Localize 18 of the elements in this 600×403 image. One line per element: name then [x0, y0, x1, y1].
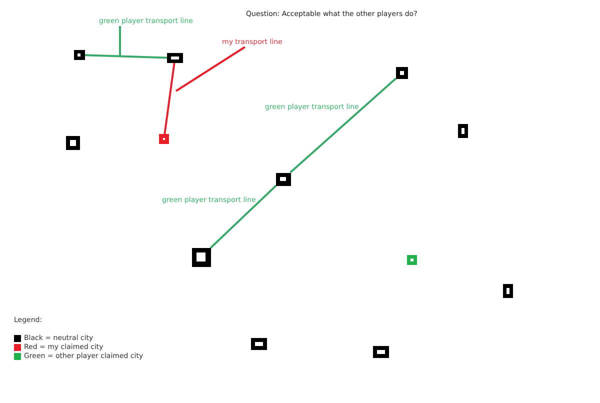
city-marker — [167, 53, 183, 63]
leader-line — [119, 26, 121, 56]
city-marker — [159, 134, 169, 144]
leader-line — [175, 46, 246, 92]
city-marker — [458, 124, 468, 138]
city-marker — [74, 50, 84, 60]
city-marker — [396, 67, 408, 79]
city-marker — [503, 284, 513, 298]
transport-line — [164, 62, 176, 134]
city-marker — [373, 346, 389, 358]
transport-line — [290, 78, 397, 174]
transport-line — [84, 54, 168, 59]
city-marker — [251, 338, 267, 350]
city-marker — [66, 136, 80, 150]
city-marker — [192, 248, 210, 266]
city-marker — [407, 255, 417, 265]
transport-line — [210, 184, 277, 249]
city-marker — [276, 172, 290, 186]
